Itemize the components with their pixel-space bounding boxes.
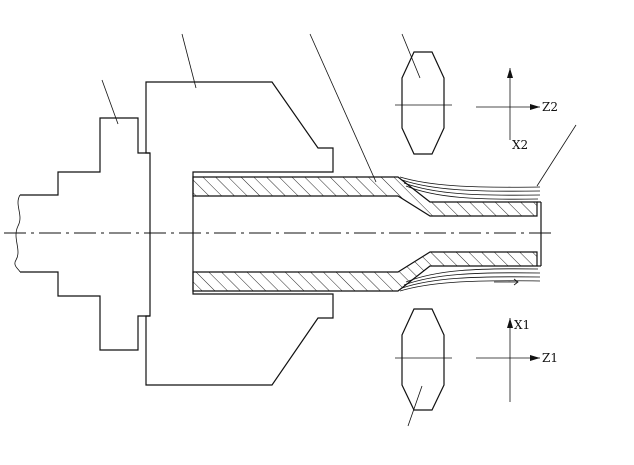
leader-line-flow <box>536 124 577 187</box>
leader-line-workpiece <box>309 33 377 183</box>
z2-label: Z2 <box>542 100 558 114</box>
leader-line-chuck <box>181 33 197 89</box>
leader-line-shaft <box>101 79 119 125</box>
leader-line-lower-roller <box>407 385 423 427</box>
x1-label: X1 <box>514 318 530 332</box>
flow-lines-lower <box>399 268 541 292</box>
shaft-break-line <box>14 194 21 273</box>
workpiece-upper-wall <box>192 176 538 217</box>
upper-roller <box>401 51 445 155</box>
chuck-body <box>145 81 334 386</box>
workpiece-lower-wall <box>192 251 538 292</box>
feed-arrow-small <box>494 278 519 286</box>
spindle-shaft <box>20 117 151 351</box>
z1-label: Z1 <box>542 351 558 365</box>
leader-line-upper-roller <box>401 33 421 79</box>
x2-label: X2 <box>512 138 528 152</box>
flow-lines-upper <box>399 176 541 200</box>
lower-axes: X1 Z1 <box>476 318 558 402</box>
lower-roller <box>401 308 445 411</box>
upper-axes: Z2 X2 <box>476 68 558 152</box>
